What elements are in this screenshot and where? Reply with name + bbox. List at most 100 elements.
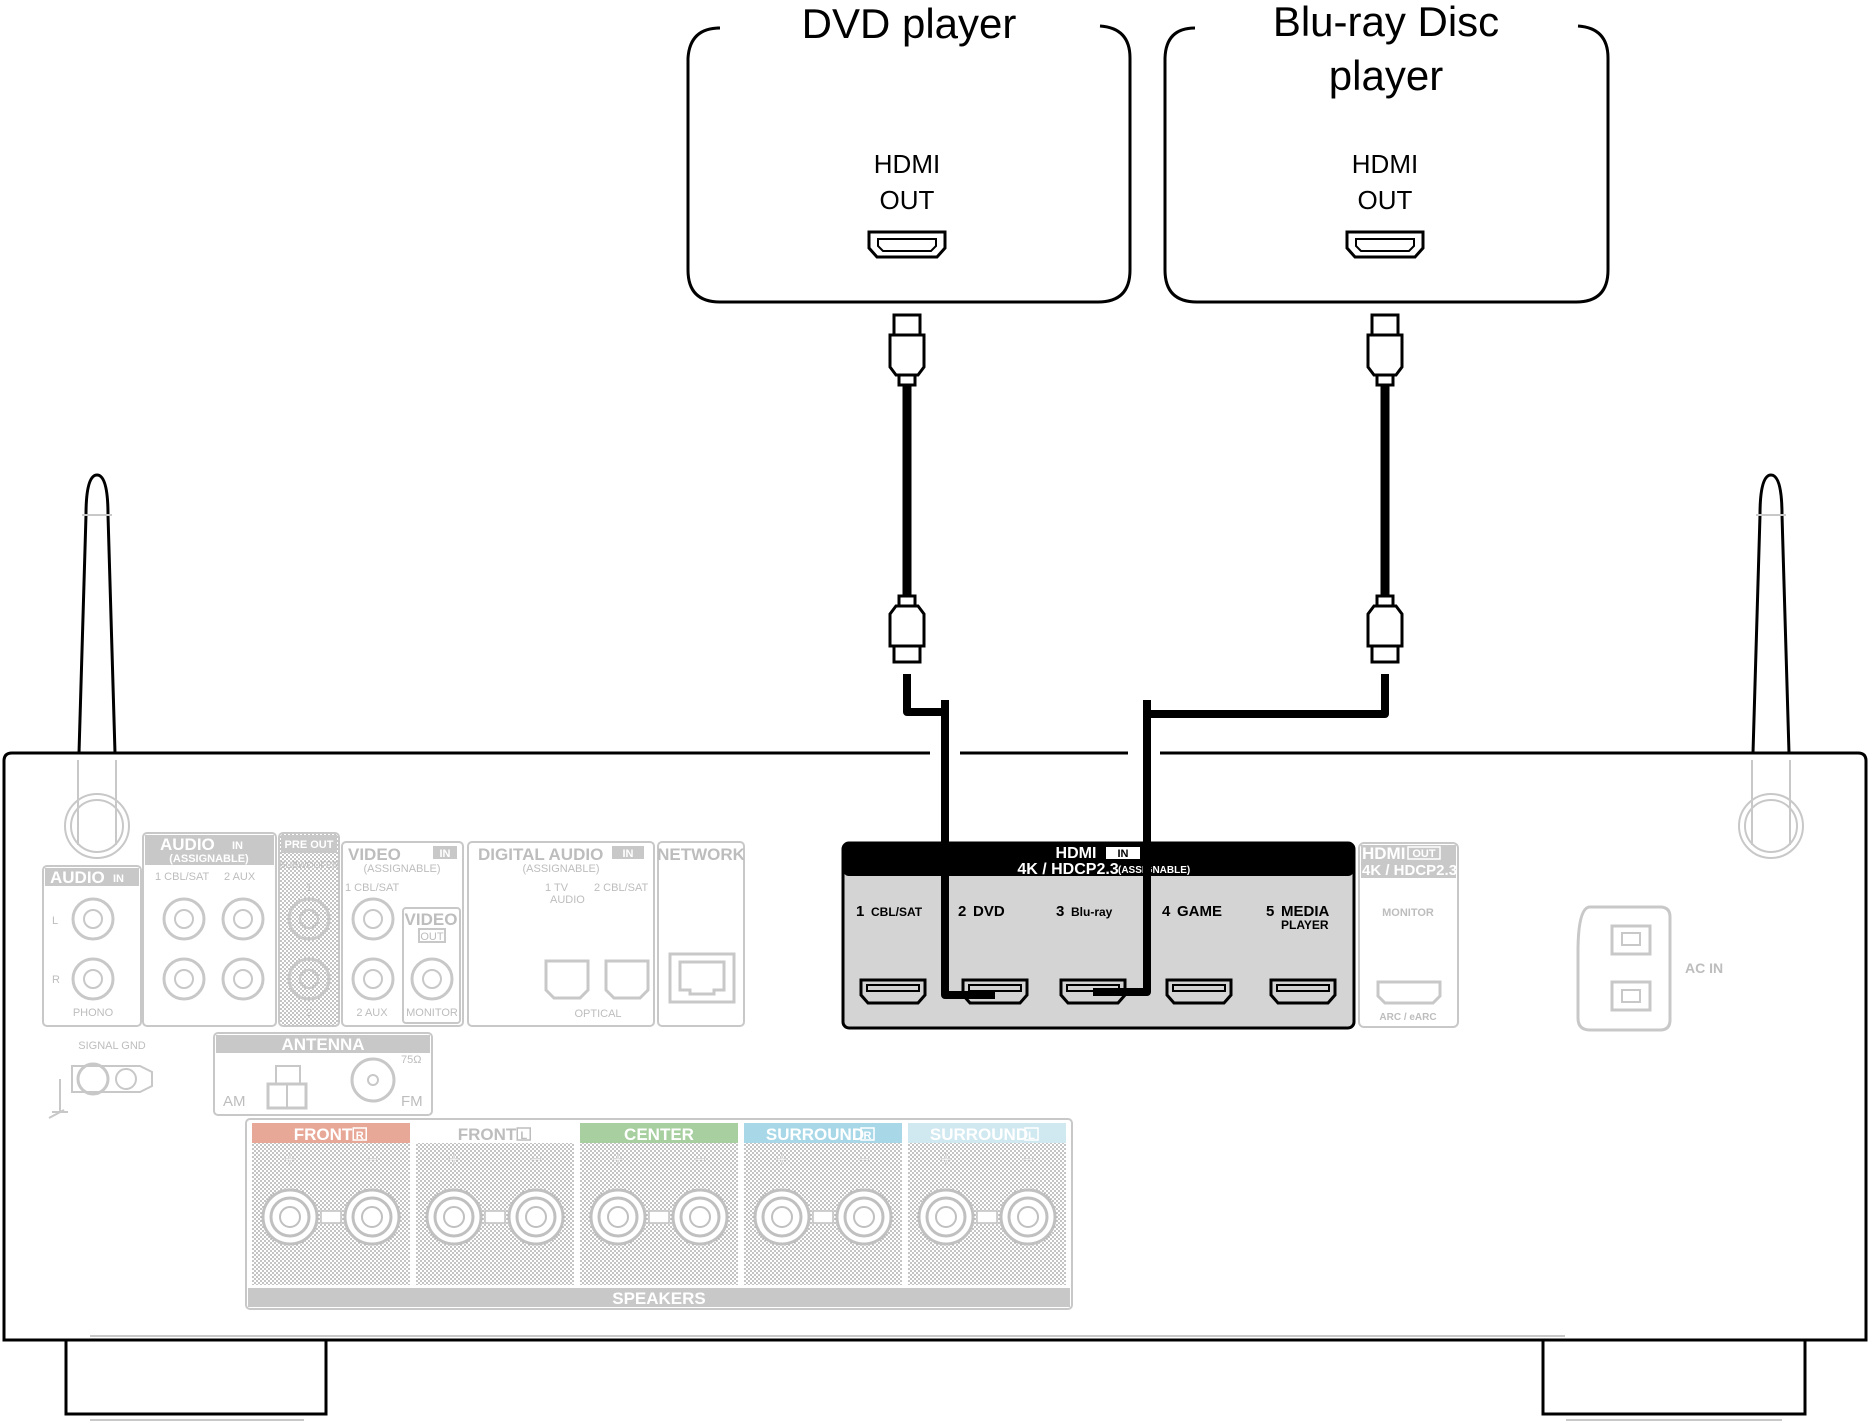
network-section: NETWORK xyxy=(657,841,746,1027)
speaker-minus-terminal[interactable]: − xyxy=(507,1149,565,1246)
terminal-bridge xyxy=(648,1210,670,1224)
terminal-core xyxy=(361,1206,383,1228)
video-in2-jack[interactable] xyxy=(351,957,395,1001)
bluray-player-device: Blu-ray Disc player HDMI OUT xyxy=(1163,0,1610,304)
audio-in-assignable-section: AUDIO IN (ASSIGNABLE) 1 CBL/SAT 2 AUX xyxy=(142,832,277,1027)
speaker-channel-3: CENTER+− xyxy=(580,1123,738,1285)
video-in-sub: (ASSIGNABLE) xyxy=(363,863,440,875)
hdmi-out-badge: OUT xyxy=(1412,848,1436,860)
video-in1-jack[interactable] xyxy=(351,897,395,941)
signal-gnd-terminal[interactable] xyxy=(76,1062,110,1096)
phono-label: PHONO xyxy=(73,1007,114,1019)
bluray-title-line2: player xyxy=(1329,52,1443,99)
video-in-in2: 2 AUX xyxy=(356,1007,388,1019)
ac-in-label: AC IN xyxy=(1685,960,1723,976)
digital-audio-in1a: 1 TV xyxy=(545,882,569,894)
hdmi-port-number: 3 xyxy=(1056,903,1064,920)
hdmi-port-label: MEDIA xyxy=(1281,903,1330,920)
terminal-ring-inner xyxy=(761,1196,803,1238)
network-title: NETWORK xyxy=(657,845,746,864)
terminal-core xyxy=(279,1206,301,1228)
ethernet-port[interactable] xyxy=(668,952,736,1004)
audio-in1-r-jack[interactable] xyxy=(162,957,206,1001)
video-out-badge: OUT xyxy=(420,931,444,943)
hdmi-port-number: 2 xyxy=(958,903,966,920)
video-in-in1: 1 CBL/SAT xyxy=(345,882,399,894)
terminal-sign: − xyxy=(530,1149,542,1171)
speaker-plus-terminal[interactable]: + xyxy=(753,1149,811,1246)
speaker-plus-terminal[interactable]: + xyxy=(589,1149,647,1246)
audio-in1-l-jack[interactable] xyxy=(162,897,206,941)
terminal-ring-inner xyxy=(1007,1196,1049,1238)
dvd-player-device: DVD player HDMI OUT xyxy=(686,0,1132,304)
hdmi-port-number: 5 xyxy=(1266,903,1274,920)
hdmi-in-badge: IN xyxy=(1118,848,1129,860)
subwoofer-1-jack[interactable] xyxy=(287,897,331,941)
speaker-side-badge xyxy=(860,1127,875,1141)
optical-label: OPTICAL xyxy=(574,1008,621,1020)
antenna-ohm-label: 75Ω xyxy=(401,1054,421,1066)
speaker-minus-terminal[interactable]: − xyxy=(343,1149,401,1246)
terminal-core xyxy=(443,1206,465,1228)
fm-terminal[interactable] xyxy=(350,1057,396,1103)
video-out-monitor-jack[interactable] xyxy=(410,957,454,1001)
hdmi-socket-inner xyxy=(1276,984,1330,992)
terminal-ring-inner xyxy=(843,1196,885,1238)
speaker-channel-band xyxy=(252,1123,410,1143)
phono-l-jack[interactable] xyxy=(71,897,115,941)
video-out-section: VIDEO OUT MONITOR xyxy=(402,907,461,1024)
terminal-ring-inner xyxy=(351,1196,393,1238)
terminal-bridge xyxy=(484,1210,506,1224)
bluray-hdmi-label: HDMI xyxy=(1352,149,1418,179)
hdmi-out-monitor-port[interactable] xyxy=(1376,980,1442,1005)
terminal-sign: − xyxy=(858,1149,870,1171)
speaker-side-badge xyxy=(1024,1127,1039,1141)
speaker-plus-terminal[interactable]: + xyxy=(261,1149,319,1246)
antenna-right xyxy=(1738,473,1804,859)
speaker-minus-terminal[interactable]: − xyxy=(999,1149,1057,1246)
speaker-plus-terminal[interactable]: + xyxy=(917,1149,975,1246)
optical-1-port[interactable] xyxy=(544,959,590,1000)
bluray-hdmi-out-port[interactable] xyxy=(1345,230,1425,259)
hdmi-out-panel: HDMI OUT 4K / HDCP2.3 MONITOR ARC / eARC xyxy=(1358,842,1459,1028)
hdmi-in-header: HDMI xyxy=(1056,845,1097,862)
hdmi-cable-overlay xyxy=(941,700,1151,999)
audio-in2-l-jack[interactable] xyxy=(221,897,265,941)
optical-2-port[interactable] xyxy=(604,959,650,1000)
subwoofer-2-jack[interactable] xyxy=(287,957,331,1001)
bluray-out-label: OUT xyxy=(1358,185,1413,215)
digital-audio-in1b: AUDIO xyxy=(550,894,585,906)
audio-assign-in2: 2 AUX xyxy=(224,871,256,883)
terminal-core xyxy=(689,1206,711,1228)
terminal-core xyxy=(935,1206,957,1228)
hdmi-socket[interactable] xyxy=(1059,978,1127,1005)
hdmi-socket[interactable] xyxy=(1269,978,1337,1005)
hdmi-socket[interactable] xyxy=(1165,978,1233,1005)
hdmi-socket[interactable] xyxy=(859,978,927,1005)
speaker-plus-terminal[interactable]: + xyxy=(425,1149,483,1246)
speaker-minus-terminal[interactable]: − xyxy=(671,1149,729,1246)
pre-out-n2: 2 xyxy=(306,1007,312,1019)
phono-r-jack[interactable] xyxy=(71,957,115,1001)
terminal-ring-inner xyxy=(597,1196,639,1238)
hdmi-in-spec: 4K / HDCP2.3 xyxy=(1017,861,1118,878)
terminal-sign: − xyxy=(366,1149,378,1171)
ac-inlet[interactable] xyxy=(1576,905,1672,1032)
speaker-minus-terminal[interactable]: − xyxy=(835,1149,893,1246)
audio-in-phono-section: AUDIO IN L R PHONO xyxy=(42,865,142,1027)
dvd-hdmi-out-port[interactable] xyxy=(867,230,947,259)
speaker-channel-label: SURROUND xyxy=(930,1125,1028,1144)
speaker-side-label: R xyxy=(356,1130,364,1142)
terminal-sign: − xyxy=(1022,1149,1034,1171)
digital-audio-badge: IN xyxy=(623,848,634,860)
audio-in2-r-jack[interactable] xyxy=(221,957,265,1001)
pre-out-n1: 1 xyxy=(306,882,312,894)
